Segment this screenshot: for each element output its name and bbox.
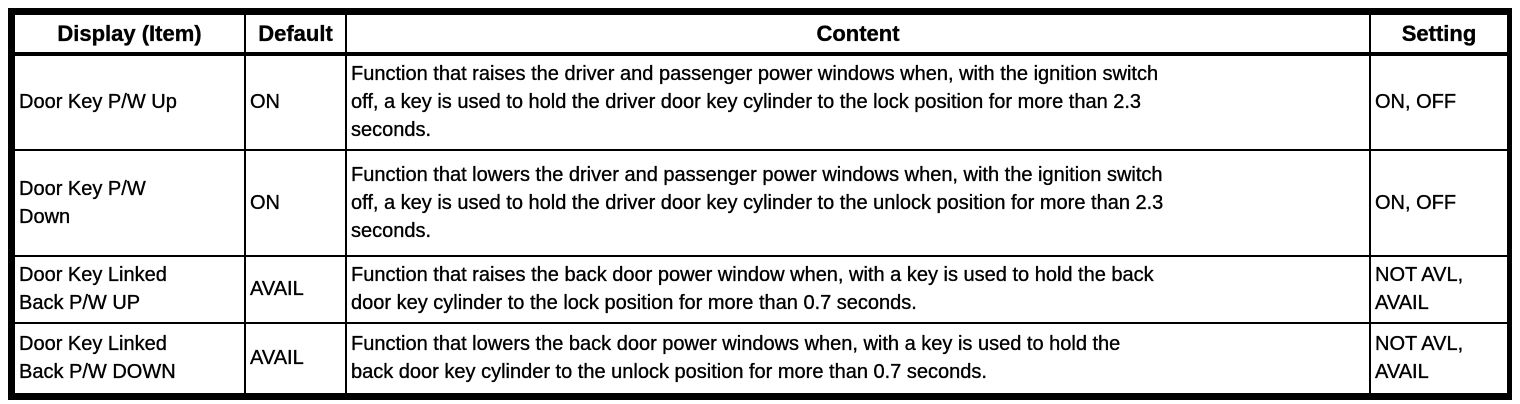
header-setting: Setting bbox=[1369, 13, 1509, 56]
cell-setting: NOT AVL, AVAIL bbox=[1369, 321, 1509, 396]
cell-default: AVAIL bbox=[244, 254, 347, 324]
cell-default: ON bbox=[244, 53, 347, 151]
header-display-item: Display (Item) bbox=[13, 13, 246, 56]
table-row: Door Key Linked Back P/W DOWN AVAIL Func… bbox=[13, 321, 1509, 396]
settings-table: Display (Item) Default Content Setting D… bbox=[13, 13, 1509, 396]
cell-display: Door Key Linked Back P/W UP bbox=[13, 254, 246, 324]
cell-content: Function that raises the driver and pass… bbox=[345, 53, 1371, 151]
cell-setting: ON, OFF bbox=[1369, 148, 1509, 257]
header-default: Default bbox=[244, 13, 347, 56]
cell-content: Function that lowers the driver and pass… bbox=[345, 148, 1371, 257]
table-header-row: Display (Item) Default Content Setting bbox=[13, 13, 1509, 56]
table-row: Door Key Linked Back P/W UP AVAIL Functi… bbox=[13, 254, 1509, 324]
manual-settings-table: Display (Item) Default Content Setting D… bbox=[8, 8, 1512, 400]
cell-display: Door Key P/W Down bbox=[13, 148, 246, 257]
cell-display: Door Key P/W Up bbox=[13, 53, 246, 151]
cell-default: AVAIL bbox=[244, 321, 347, 396]
cell-setting: NOT AVL, AVAIL bbox=[1369, 254, 1509, 324]
table-row: Door Key P/W Up ON Function that raises … bbox=[13, 53, 1509, 151]
header-content: Content bbox=[345, 13, 1371, 56]
cell-default: ON bbox=[244, 148, 347, 257]
cell-content: Function that lowers the back door power… bbox=[345, 321, 1371, 396]
cell-content: Function that raises the back door power… bbox=[345, 254, 1371, 324]
table-row: Door Key P/W Down ON Function that lower… bbox=[13, 148, 1509, 257]
cell-display: Door Key Linked Back P/W DOWN bbox=[13, 321, 246, 396]
cell-setting: ON, OFF bbox=[1369, 53, 1509, 151]
